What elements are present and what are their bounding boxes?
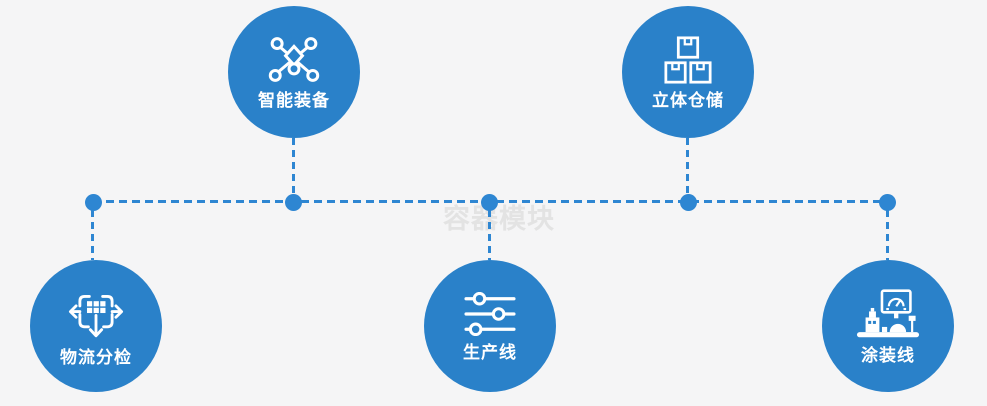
node-stereo-warehouse[interactable]: 立体仓储 <box>622 6 754 138</box>
junction-dot <box>481 194 498 211</box>
node-label: 物流分检 <box>60 348 132 367</box>
node-label: 立体仓储 <box>652 90 724 110</box>
vertical-connector-stereo-warehouse <box>686 138 689 194</box>
node-production-line[interactable]: 生产线 <box>424 260 556 392</box>
watermark-text: 容器模块 <box>443 204 555 234</box>
junction-dot <box>680 194 697 211</box>
junction-dot <box>879 194 896 211</box>
node-label: 生产线 <box>463 342 517 362</box>
distribute-arrows-icon <box>68 295 124 338</box>
node-painting-line[interactable]: 涂装线 <box>822 260 954 392</box>
vertical-connector-production-line <box>488 210 491 260</box>
network-nodes-icon <box>268 37 320 82</box>
control-station-icon <box>856 288 920 337</box>
node-logistics-sorting[interactable]: 物流分检 <box>30 260 162 392</box>
vertical-connector-logistics-sorting <box>91 210 94 260</box>
node-label: 涂装线 <box>861 345 915 365</box>
vertical-connector-painting-line <box>886 210 889 260</box>
sliders-icon <box>464 291 516 336</box>
stacked-boxes-icon <box>664 35 712 84</box>
junction-dot <box>85 194 102 211</box>
node-label: 智能装备 <box>258 91 330 110</box>
node-smart-equipment[interactable]: 智能装备 <box>228 6 360 138</box>
vertical-connector-smart-equipment <box>292 138 295 194</box>
junction-dot <box>285 194 302 211</box>
